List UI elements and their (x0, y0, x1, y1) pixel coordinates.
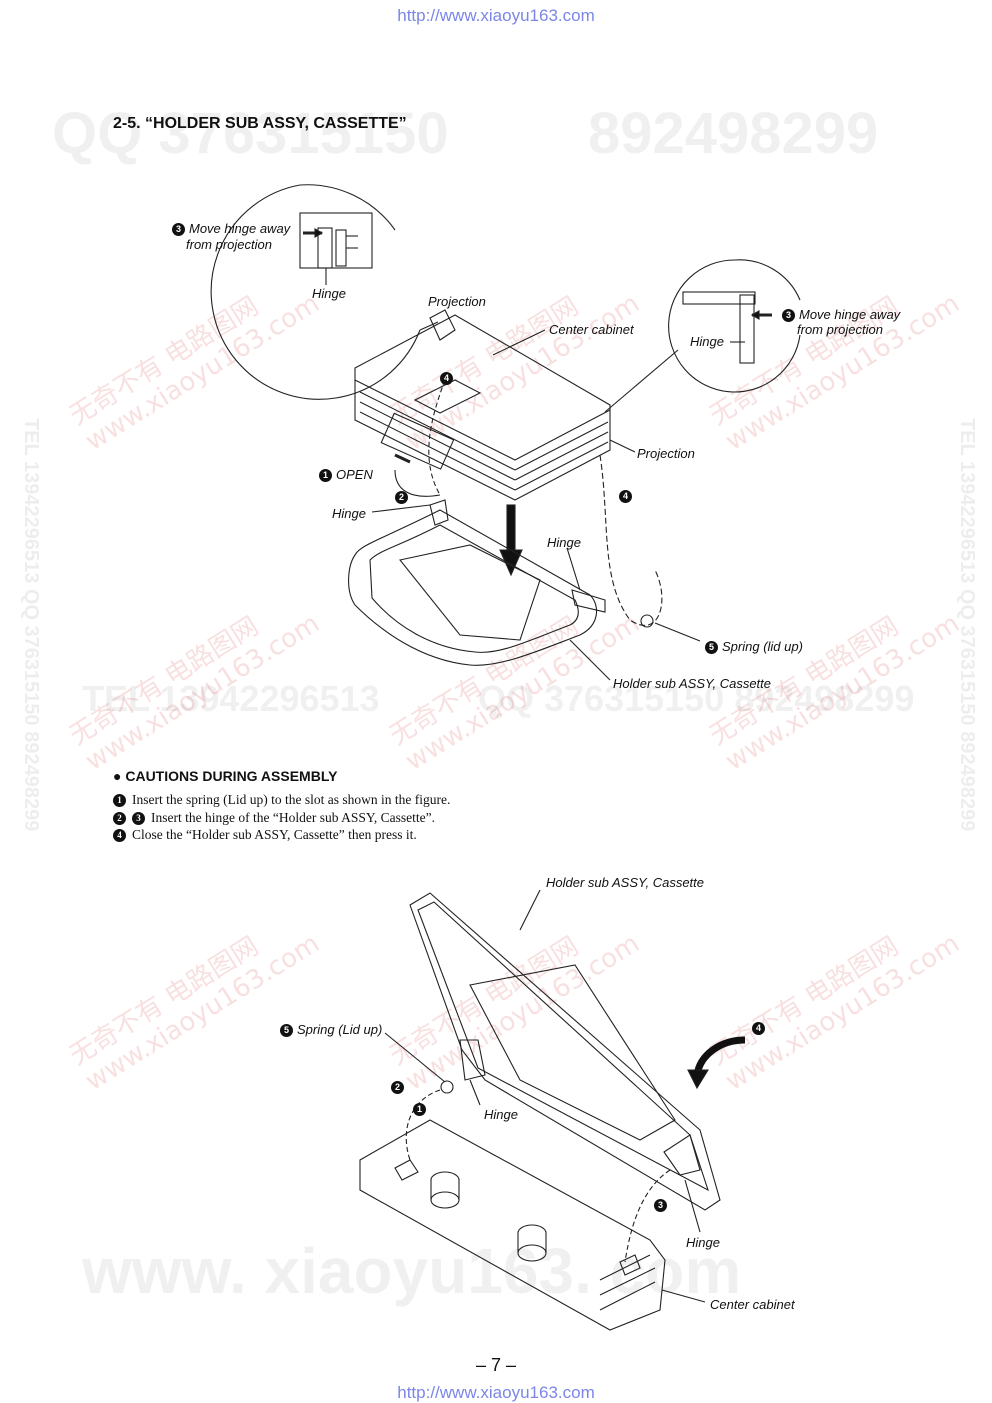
step-1-fig2: 1 (413, 1101, 430, 1116)
step-2-icon: 2 (113, 811, 126, 825)
step-1-icon: 1 (113, 794, 126, 807)
section-title: 2-5. “HOLDER SUB ASSY, CASSETTE” (113, 115, 407, 132)
step-5-icon: 5 (280, 1024, 293, 1037)
step-3-fig2: 3 (654, 1197, 671, 1212)
footer-url[interactable]: http://www.xiaoyu163.com (397, 1383, 595, 1402)
step-4-icon: 4 (440, 372, 453, 385)
label-from-projection-left: from projection (186, 237, 272, 252)
step-4-icon: 4 (752, 1022, 765, 1035)
label-hinge-inset-right: Hinge (690, 334, 724, 349)
watermark-tel: TEL 13942296513 (82, 678, 380, 719)
label-hinge-left: Hinge (332, 506, 366, 521)
step-2-icon: 2 (395, 491, 408, 504)
label-projection-top: Projection (428, 294, 486, 309)
step-4-fig2: 4 (752, 1020, 769, 1035)
step-4-icon: 4 (113, 829, 126, 842)
watermark-qq: QQ 376315150 (52, 101, 449, 166)
step-1-icon: 1 (413, 1103, 426, 1116)
step-2: 2 (395, 489, 412, 504)
label-holder-sub-assy-2: Holder sub ASSY, Cassette (546, 875, 705, 890)
header-url[interactable]: http://www.xiaoyu163.com (397, 6, 595, 25)
label-from-projection-right: from projection (797, 322, 883, 337)
watermark-qq-mid: QQ 376315150 892498299 (478, 678, 915, 719)
step-1-icon: 1 (319, 469, 332, 482)
step-4-right: 4 (619, 488, 636, 503)
label-holder-sub-assy-1: Holder sub ASSY, Cassette (613, 676, 772, 691)
page-number: – 7 – (475, 1355, 517, 1375)
label-projection-right: Projection (637, 446, 695, 461)
step-3-icon: 3 (172, 223, 185, 236)
label-center-cabinet-1: Center cabinet (549, 322, 634, 337)
step-3-icon: 3 (132, 811, 145, 825)
watermark-qq2: 892498299 (588, 101, 879, 166)
step-3-icon: 3 (654, 1199, 667, 1212)
label-hinge-fig2-left: Hinge (484, 1107, 518, 1122)
watermark-www: www. xiaoyu163. com (82, 1235, 742, 1307)
label-center-cabinet-2: Center cabinet (710, 1297, 795, 1312)
step-3-icon: 3 (782, 309, 795, 322)
step-4-icon: 4 (619, 490, 632, 503)
step-2-fig2: 2 (391, 1079, 408, 1094)
step-2-icon: 2 (391, 1081, 404, 1094)
step-5-icon: 5 (705, 641, 718, 654)
step-4-top: 4 (440, 370, 457, 385)
cautions-heading: ● CAUTIONS DURING ASSEMBLY (113, 768, 338, 784)
label-hinge-inset-left: Hinge (312, 286, 346, 301)
label-hinge-fig2-right: Hinge (686, 1235, 720, 1250)
label-hinge-mid: Hinge (547, 535, 581, 550)
